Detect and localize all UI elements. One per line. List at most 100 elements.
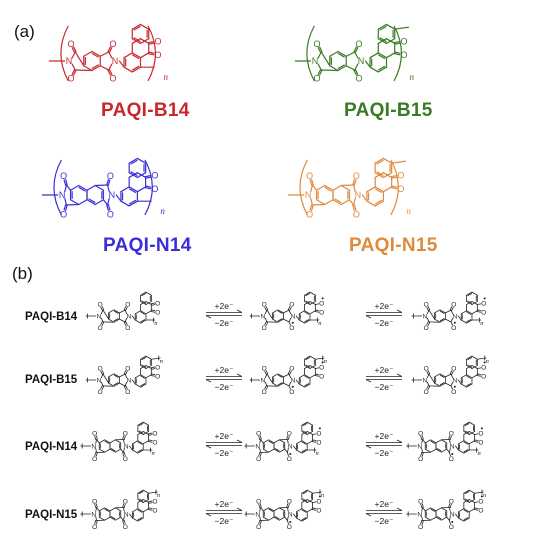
ring-bond	[458, 508, 465, 513]
oxygen-atom: O	[401, 37, 408, 47]
double-bond	[150, 302, 155, 305]
ring-bond	[137, 440, 144, 445]
double-bond	[324, 186, 332, 192]
nitrogen-atom: N	[59, 190, 66, 200]
radical-dot	[318, 427, 321, 430]
double-bond	[464, 491, 470, 495]
ring-bond	[440, 516, 448, 521]
bond	[96, 507, 100, 512]
double-bond	[426, 370, 429, 375]
oxygen-atom: O	[319, 373, 324, 380]
double-bond	[151, 304, 156, 306]
oxygen-atom: O	[449, 430, 454, 437]
double-bond	[104, 508, 110, 512]
ring-bond	[329, 65, 339, 72]
oxygen-atom: O	[262, 389, 267, 396]
bond	[352, 184, 356, 192]
ring-bond	[278, 507, 286, 512]
bond	[264, 317, 268, 323]
ring-bond	[309, 310, 316, 315]
ring-bond	[324, 199, 334, 206]
double-bond	[439, 382, 445, 386]
ring-bond	[83, 50, 93, 57]
double-bond	[474, 441, 479, 443]
double-bond	[337, 52, 345, 58]
double-bond	[148, 500, 153, 503]
bond	[259, 516, 261, 521]
double-bond	[474, 509, 479, 511]
row-name-paqi-b14: PAQI-B14	[25, 311, 78, 323]
ring-bond	[113, 318, 120, 323]
oxygen-atom: O	[123, 430, 128, 437]
bond	[260, 439, 264, 444]
bond	[348, 199, 355, 206]
ring-bond	[145, 301, 152, 305]
radical-dot	[483, 297, 486, 300]
double-bond	[287, 306, 291, 311]
ring-bond	[377, 38, 388, 45]
double-bond	[138, 423, 144, 427]
c-o-single-bond	[312, 433, 317, 435]
n-aryl-bond	[293, 445, 297, 451]
double-bond	[113, 374, 119, 378]
double-bond	[426, 306, 429, 311]
double-bond	[463, 509, 469, 513]
n-aryl-bond	[457, 315, 462, 321]
double-bond	[277, 374, 283, 378]
double-bond	[302, 423, 308, 427]
double-bond	[449, 370, 453, 375]
repeat-index: n	[321, 492, 324, 499]
oxygen-atom: O	[289, 302, 294, 309]
double-bond	[302, 498, 308, 502]
reverse-label: −2e⁻	[215, 382, 234, 392]
double-bond	[304, 311, 310, 315]
double-bond	[259, 435, 262, 440]
ring-bond	[262, 507, 270, 512]
double-bond	[337, 64, 345, 70]
ring-bond	[374, 200, 384, 207]
ring-bond	[104, 448, 111, 453]
oxygen-atom: O	[60, 171, 67, 181]
bond	[124, 373, 128, 379]
ring-bond	[277, 373, 284, 378]
nitrogen-atom: N	[112, 56, 119, 66]
bond	[421, 507, 423, 512]
bond	[282, 309, 290, 314]
ring-bond	[385, 23, 396, 30]
double-bond	[122, 435, 125, 440]
reverse-arrowhead	[205, 445, 212, 449]
double-bond	[436, 516, 442, 520]
ring-bond	[468, 431, 475, 435]
oxygen-atom: O	[314, 39, 321, 49]
radical-dot	[453, 321, 456, 324]
double-bond	[101, 306, 105, 311]
double-bond	[151, 309, 156, 312]
ring-bond	[134, 374, 142, 379]
double-bond	[71, 69, 76, 75]
panel-b-label: (b)	[12, 264, 33, 283]
double-bond	[353, 69, 358, 76]
double-bond	[426, 321, 429, 326]
ring-bond	[458, 440, 465, 445]
ring-bond	[463, 449, 470, 454]
ring-bond	[98, 516, 106, 521]
double-bond	[302, 430, 308, 434]
nitrogen-atom: N	[450, 443, 455, 450]
double-bond	[140, 311, 146, 315]
ring-bond	[374, 157, 384, 164]
bond	[284, 448, 288, 453]
bond	[288, 309, 292, 315]
oxygen-atom: O	[68, 39, 75, 49]
ring-bond	[109, 448, 116, 453]
double-bond	[277, 310, 283, 314]
double-bond	[393, 53, 401, 56]
double-bond	[353, 204, 357, 211]
reverse-label: −2e⁻	[215, 318, 234, 328]
double-bond	[420, 435, 423, 441]
bond	[345, 65, 356, 71]
double-bond	[122, 503, 125, 508]
double-bond	[104, 440, 110, 444]
